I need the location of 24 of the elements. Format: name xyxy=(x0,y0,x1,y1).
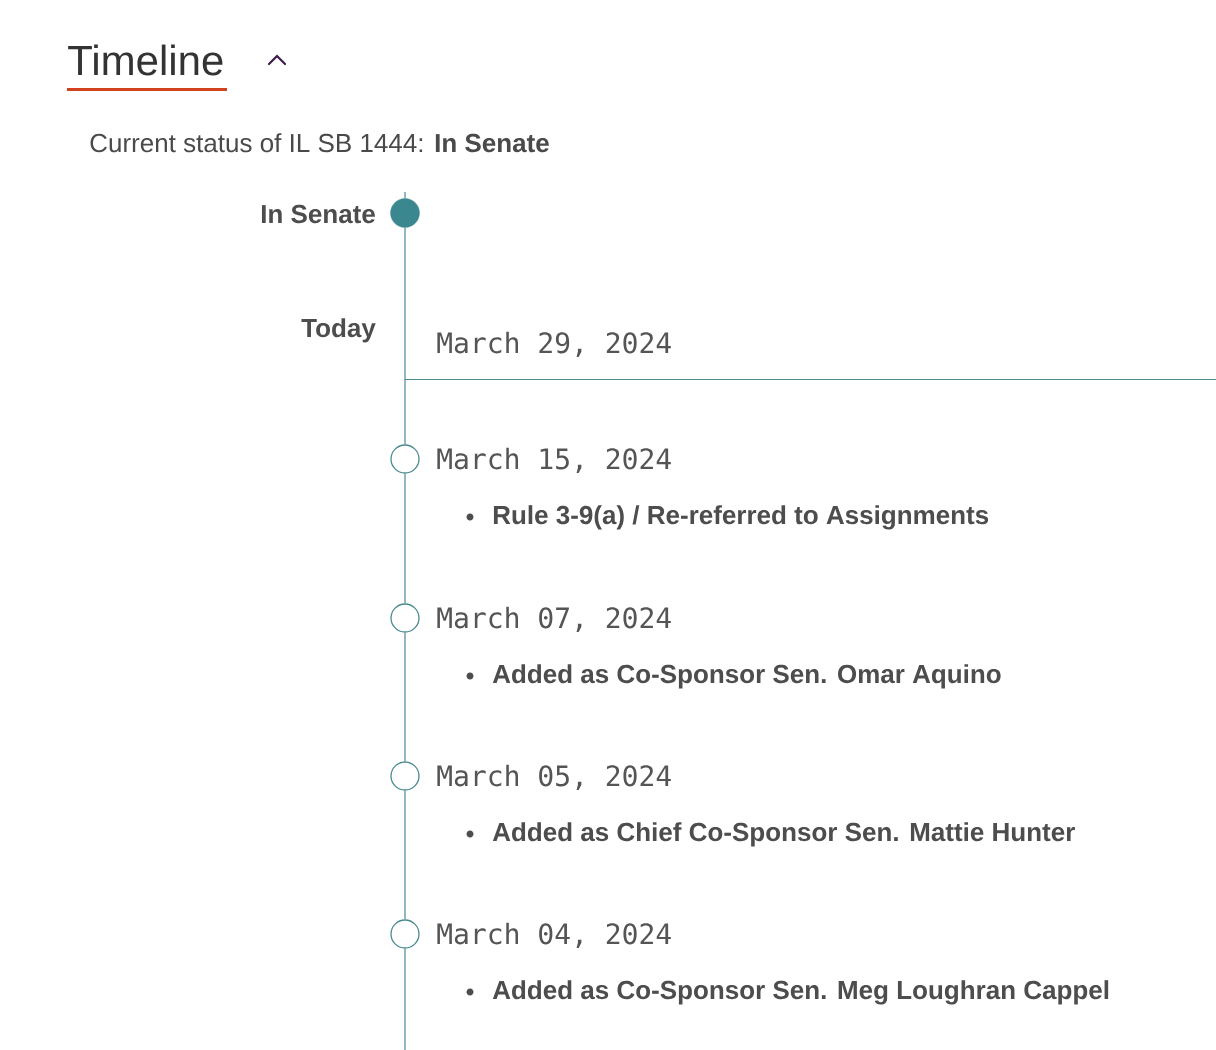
timeline-circle xyxy=(390,919,420,949)
status-text: Current status of IL SB 1444: In Senate xyxy=(90,133,549,153)
date-label: March 04, 2024 xyxy=(437,922,671,948)
heading: Timeline xyxy=(68,44,223,76)
event-text: Rule 3-9(a) / Re-referred to Assignments xyxy=(493,505,989,530)
date-label: March 05, 2024 xyxy=(437,764,671,790)
timeline-circle xyxy=(390,444,420,474)
timeline-line xyxy=(404,790,406,920)
event-text: Added as Co-Sponsor Sen. Meg Loughran Cappel xyxy=(492,980,1109,1005)
event-text: Added as Co-Sponsor Sen. Omar Aquino xyxy=(492,664,1001,689)
date-label: March 07, 2024 xyxy=(437,606,671,632)
today-label: Today xyxy=(301,318,376,343)
timeline-line xyxy=(404,473,406,604)
timeline-circle xyxy=(390,603,420,633)
timeline-line xyxy=(404,948,406,1050)
timeline-line xyxy=(404,632,406,762)
date-label: March 15, 2024 xyxy=(437,447,671,473)
date-label: March 29, 2024 xyxy=(437,331,671,357)
timeline-dot xyxy=(390,198,420,228)
event-text: Added as Chief Co-Sponsor Sen. Mattie Hunter xyxy=(492,822,1075,847)
timeline-line xyxy=(404,191,406,199)
status-label: In Senate xyxy=(261,204,375,224)
timeline-circle xyxy=(390,761,420,791)
timeline-line xyxy=(404,227,406,445)
